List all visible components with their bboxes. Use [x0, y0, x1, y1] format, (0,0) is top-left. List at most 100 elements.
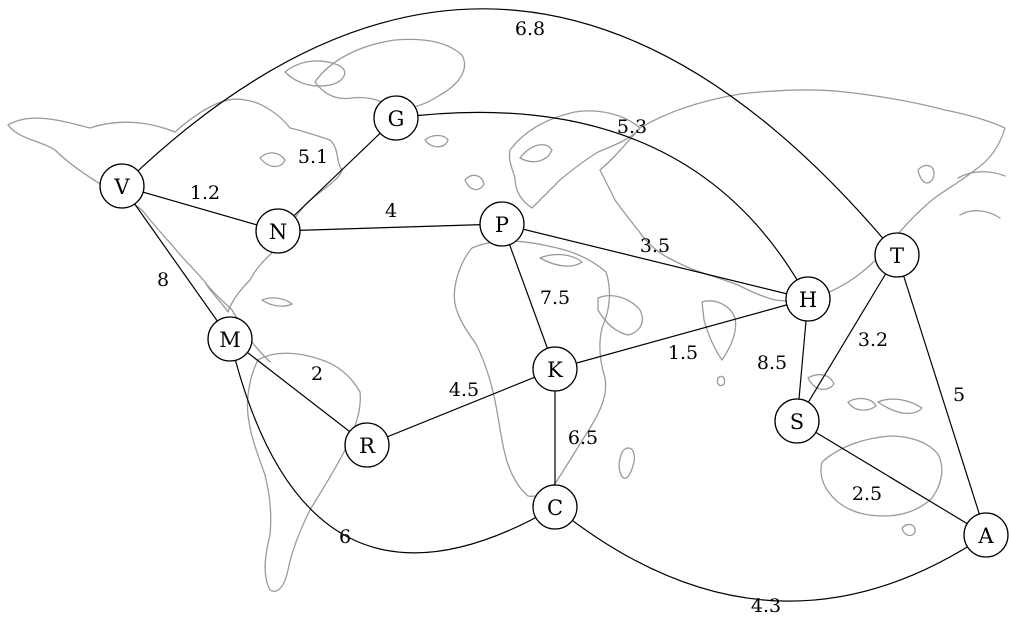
node-a-circle	[963, 512, 1009, 558]
edge-weight-v-t: 6.8	[515, 18, 545, 40]
node-g-label: G	[388, 107, 405, 131]
node-p: P	[479, 201, 525, 247]
world-map-outline	[7, 38, 1006, 592]
node-h-circle	[785, 276, 831, 322]
node-v-label: V	[113, 175, 130, 199]
island-newguinea	[877, 398, 923, 414]
island-arctic-1	[284, 60, 346, 87]
edge-s-a	[796, 420, 987, 536]
peninsula-india	[701, 300, 737, 361]
edge-c-a	[554, 506, 987, 602]
node-c: C	[532, 484, 578, 530]
edge-weight-v-m: 8	[157, 269, 169, 291]
edge-k-h	[554, 298, 809, 370]
edge-n-g	[277, 117, 397, 232]
edge-weight-n-p: 4	[385, 200, 397, 222]
edge-weight-p-h: 3.5	[640, 235, 670, 257]
edge-weight-m-r: 2	[311, 363, 323, 385]
continent-north-america	[7, 98, 343, 313]
island-japan	[917, 164, 935, 184]
node-a: A	[963, 512, 1009, 558]
node-c-circle	[532, 484, 578, 530]
node-layer: V N G P M R K C H S T A	[99, 95, 1009, 558]
edge-v-t	[121, 8, 898, 256]
edge-m-r	[229, 338, 368, 446]
continent-greenland	[314, 38, 466, 110]
edge-weight-r-k: 4.5	[449, 379, 479, 401]
island-iceland	[424, 134, 449, 148]
island-madagascar	[618, 447, 635, 479]
edge-m-c	[229, 338, 556, 554]
island-britain	[464, 174, 485, 191]
node-n-label: N	[269, 220, 287, 244]
node-h-label: H	[799, 288, 817, 312]
weight-label-layer: 1.2 8 6.8 5.1 4 5.3 3.5 7.5 2 6 4.5 1.5 6.5 4.3 8.5 3.2…	[157, 18, 965, 617]
node-m: M	[207, 316, 253, 362]
island-indonesia-2	[847, 397, 877, 411]
edge-p-k	[501, 223, 556, 370]
node-s-circle	[774, 398, 820, 444]
sea-mediterranean	[539, 253, 583, 267]
edge-p-h	[501, 223, 809, 300]
node-p-label: P	[495, 213, 509, 237]
edge-v-m	[121, 185, 231, 340]
island-tasmania	[901, 523, 916, 537]
edge-weight-m-c: 6	[339, 526, 351, 548]
node-g: G	[373, 95, 419, 141]
node-k-circle	[532, 346, 578, 392]
island-indonesia-1	[807, 373, 835, 390]
edge-g-h	[395, 111, 809, 300]
node-m-circle	[207, 316, 253, 362]
edge-weight-t-s: 3.2	[858, 329, 888, 351]
edge-t-s	[796, 254, 898, 422]
continent-south-america	[246, 352, 361, 592]
node-n: N	[255, 208, 301, 254]
edge-weight-n-g: 5.1	[298, 146, 328, 168]
node-k: K	[532, 346, 578, 392]
node-t-circle	[874, 232, 920, 278]
node-a-label: A	[977, 524, 994, 548]
node-t-label: T	[890, 244, 904, 268]
node-k-label: K	[547, 358, 563, 382]
node-r-circle	[344, 422, 390, 468]
edge-weight-g-h: 5.3	[617, 116, 647, 138]
edge-n-p	[277, 223, 503, 232]
island-caribbean	[261, 297, 293, 307]
edge-weight-h-s: 8.5	[757, 352, 787, 374]
node-v-circle	[99, 163, 145, 209]
land-far-east	[957, 171, 1006, 219]
node-t: T	[874, 232, 920, 278]
edge-weight-s-a: 2.5	[852, 483, 882, 505]
node-n-circle	[255, 208, 301, 254]
node-p-circle	[479, 201, 525, 247]
island-scandinavia	[519, 144, 553, 163]
continent-europe	[508, 110, 641, 209]
edge-weight-k-h: 1.5	[668, 342, 698, 364]
node-s-label: S	[790, 410, 804, 434]
edge-t-a	[896, 254, 987, 536]
edge-layer	[121, 8, 987, 602]
continent-australia	[820, 435, 943, 517]
node-r-label: R	[359, 434, 376, 458]
node-v: V	[99, 163, 145, 209]
node-h: H	[785, 276, 831, 322]
node-s: S	[774, 398, 820, 444]
edge-weight-t-a: 5	[953, 384, 965, 406]
peninsula-arabia	[597, 295, 643, 336]
edge-weight-v-n: 1.2	[190, 182, 220, 204]
island-arctic-2	[259, 152, 286, 168]
edge-weight-c-a: 4.3	[751, 595, 781, 617]
node-g-circle	[373, 95, 419, 141]
island-srilanka	[716, 375, 726, 387]
node-m-label: M	[219, 328, 241, 352]
node-c-label: C	[547, 496, 563, 520]
continent-asia	[599, 89, 1006, 302]
edge-weight-p-k: 7.5	[540, 287, 570, 309]
node-r: R	[344, 422, 390, 468]
edge-r-k	[366, 368, 556, 446]
continent-africa	[453, 240, 611, 497]
edge-v-n	[121, 185, 279, 232]
edge-weight-k-c: 6.5	[568, 427, 598, 449]
